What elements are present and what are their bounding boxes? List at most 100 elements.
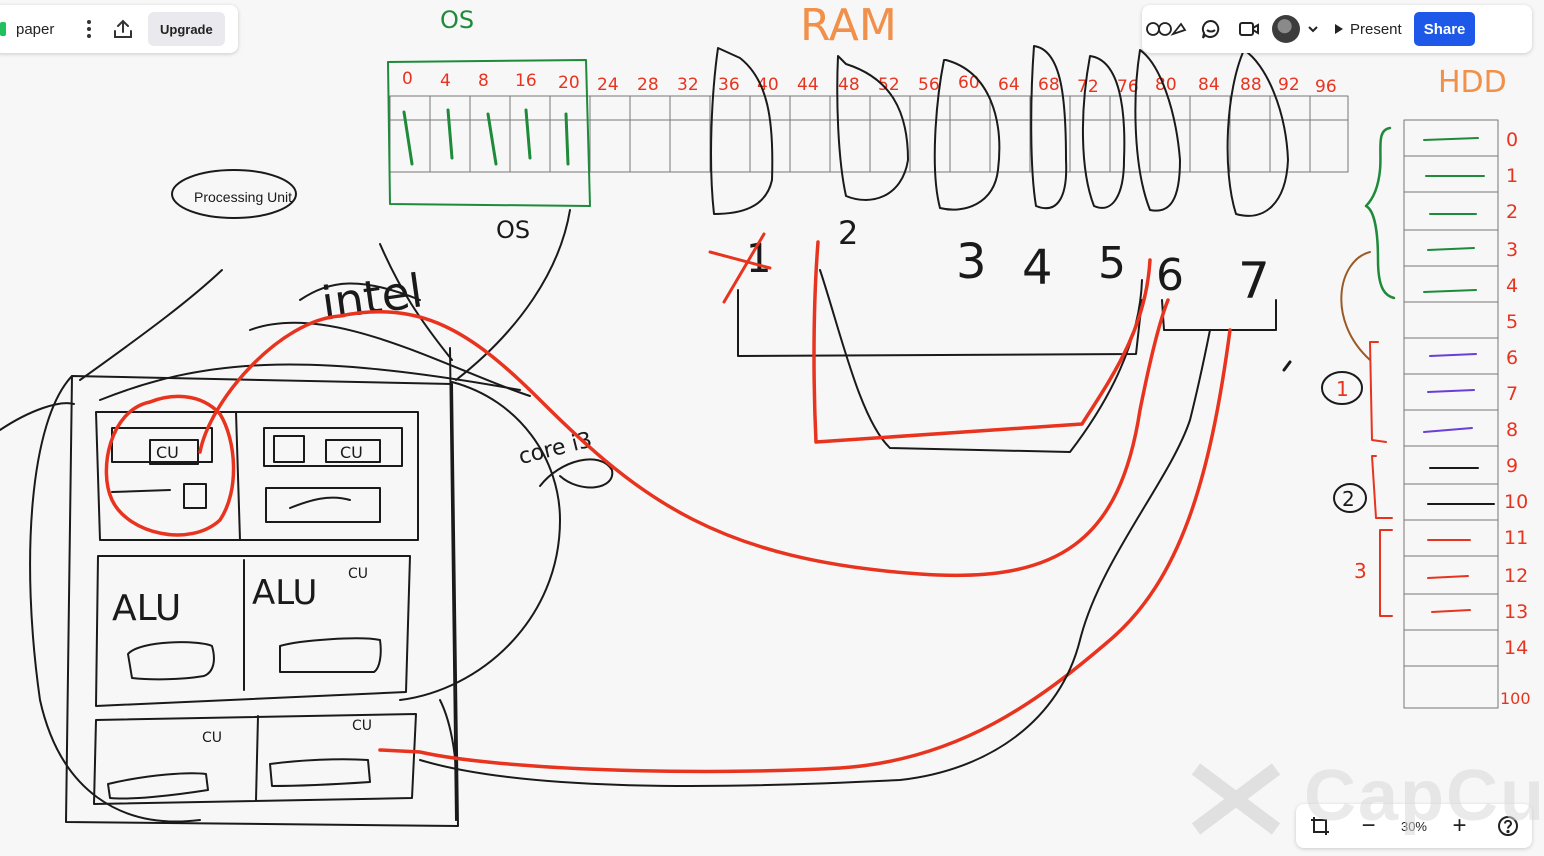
ram-address: 36 bbox=[718, 75, 740, 95]
ram-address: 88 bbox=[1240, 75, 1262, 95]
cpu-label: CU bbox=[348, 566, 368, 582]
hdd-strip bbox=[1403, 119, 1499, 709]
avatar[interactable] bbox=[1272, 15, 1300, 43]
ram-address: 72 bbox=[1077, 77, 1099, 97]
zoom-out-icon[interactable]: − bbox=[1361, 812, 1376, 839]
cpu-label: CU bbox=[340, 443, 363, 462]
zoom-level[interactable]: 30% bbox=[1400, 818, 1427, 834]
os-region bbox=[387, 59, 591, 207]
hdd-index: 3 bbox=[1506, 239, 1518, 261]
ram-address: 76 bbox=[1117, 77, 1139, 97]
hdd-index: 14 bbox=[1504, 637, 1528, 659]
black-wire-3 bbox=[1282, 360, 1292, 372]
core-label: core i3 bbox=[516, 428, 595, 470]
process-number: 4 bbox=[1022, 240, 1053, 296]
group-label: 1 bbox=[1336, 377, 1349, 401]
ram-label: RAM bbox=[800, 0, 897, 51]
red-bracket-3 bbox=[1379, 529, 1393, 617]
ram-address: 84 bbox=[1198, 75, 1220, 95]
brown-brace bbox=[1340, 251, 1371, 361]
ram-address: 64 bbox=[998, 75, 1020, 95]
os-top-label: OS bbox=[440, 6, 474, 34]
collab-toolbar: Present Share bbox=[1142, 5, 1532, 53]
processing-unit-oval bbox=[171, 169, 297, 219]
hdd-index: 13 bbox=[1504, 601, 1528, 623]
process-number: 6 bbox=[1156, 250, 1184, 301]
red-link-core-to-ram bbox=[198, 298, 1170, 578]
ram-address: 92 bbox=[1278, 75, 1300, 95]
zoom-in-icon[interactable]: + bbox=[1452, 812, 1467, 839]
present-label: Present bbox=[1350, 20, 1402, 38]
cpu-inner-chips bbox=[107, 427, 403, 800]
process-number: 5 bbox=[1098, 238, 1126, 289]
chevron-down-icon bbox=[1308, 26, 1318, 33]
os-bottom-label: OS bbox=[496, 216, 530, 244]
ram-address: 20 bbox=[558, 73, 580, 93]
ram-address: 96 bbox=[1315, 77, 1337, 97]
upgrade-button[interactable]: Upgrade bbox=[148, 12, 225, 46]
cpu-outline bbox=[0, 209, 571, 827]
app-logo-icon bbox=[0, 22, 6, 36]
hdd-index: 6 bbox=[1506, 347, 1518, 369]
cpu-label: ALU bbox=[252, 573, 317, 613]
red-bracket-2 bbox=[1371, 455, 1393, 519]
ram-address: 56 bbox=[918, 75, 940, 95]
ram-address: 52 bbox=[878, 75, 900, 95]
processing-unit-label: Processing Unit bbox=[194, 189, 292, 205]
red-link-bottom bbox=[378, 328, 1232, 774]
hdd-index: 10 bbox=[1504, 491, 1528, 513]
process-brackets bbox=[737, 269, 1277, 453]
ram-address: 24 bbox=[597, 75, 619, 95]
board-name[interactable]: paper bbox=[16, 20, 55, 38]
present-button[interactable]: Present bbox=[1326, 13, 1410, 45]
hdd-label: HDD bbox=[1438, 65, 1507, 100]
process-numbers: 1 2 3 4 5 6 7 bbox=[746, 214, 1270, 310]
ram-address: 8 bbox=[478, 71, 489, 91]
zoom-controls: − 30% + bbox=[1296, 804, 1532, 848]
process-number: 7 bbox=[1238, 252, 1270, 310]
ram-process-blobs bbox=[710, 45, 1289, 217]
process-number: 3 bbox=[956, 234, 987, 290]
green-brace bbox=[1364, 126, 1396, 300]
hdd-index: 7 bbox=[1506, 383, 1518, 405]
hdd-index: 8 bbox=[1506, 419, 1518, 441]
reactions-icon[interactable] bbox=[1142, 11, 1192, 47]
cpu-label: ALU bbox=[112, 588, 181, 629]
board-toolbar: paper Upgrade bbox=[0, 5, 238, 53]
ram-address: 44 bbox=[797, 75, 819, 95]
export-icon[interactable] bbox=[106, 12, 140, 46]
video-call-icon[interactable] bbox=[1230, 11, 1268, 47]
ram-address: 16 bbox=[515, 71, 537, 91]
group-circle-1 bbox=[1321, 371, 1363, 405]
black-wire-2 bbox=[300, 700, 460, 720]
user-menu[interactable] bbox=[1272, 15, 1326, 43]
hdd-indices: 0 1 2 3 4 5 6 7 8 9 10 11 12 13 14 100 bbox=[1500, 129, 1531, 708]
ram-address-labels: 0 4 8 16 20 24 28 32 36 40 44 48 52 56 6… bbox=[402, 69, 1337, 97]
process-number: 2 bbox=[838, 214, 858, 252]
ram-address: 28 bbox=[637, 75, 659, 95]
hdd-index: 0 bbox=[1506, 129, 1518, 151]
fit-to-screen-icon[interactable] bbox=[1304, 810, 1336, 842]
ram-address: 60 bbox=[958, 73, 980, 93]
share-button[interactable]: Share bbox=[1413, 12, 1476, 46]
red-core-circle bbox=[104, 394, 236, 537]
comments-icon[interactable] bbox=[1192, 11, 1230, 47]
core-label-scribble bbox=[539, 458, 614, 489]
hdd-index: 4 bbox=[1506, 275, 1518, 297]
ram-address: 4 bbox=[440, 71, 451, 91]
more-options-icon[interactable] bbox=[72, 12, 106, 46]
red-bracket-1 bbox=[1369, 341, 1387, 443]
group-label: 3 bbox=[1354, 559, 1367, 583]
cpu-label: CU bbox=[202, 730, 222, 746]
ram-address: 48 bbox=[838, 75, 860, 95]
ram-strip bbox=[389, 95, 1349, 173]
black-wire-1 bbox=[419, 329, 1211, 787]
hdd-index: 100 bbox=[1500, 689, 1531, 708]
ram-address: 68 bbox=[1038, 75, 1060, 95]
hdd-index: 1 bbox=[1506, 165, 1518, 187]
hdd-index: 9 bbox=[1506, 455, 1518, 477]
ram-address: 0 bbox=[402, 69, 413, 89]
help-icon[interactable] bbox=[1492, 810, 1524, 842]
hdd-index: 2 bbox=[1506, 201, 1518, 223]
